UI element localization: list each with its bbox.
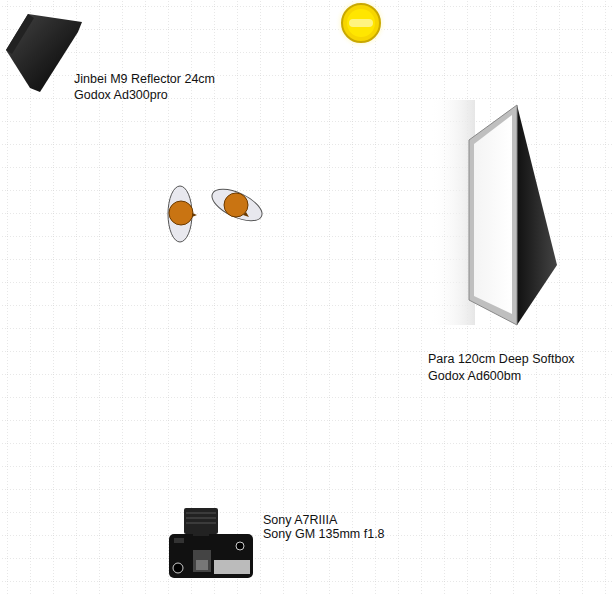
subject-figures [168,183,267,242]
equipment-label: Para 120cm Deep Softbox [428,352,575,367]
equipment-label: Jinbei M9 Reflector 24cm [74,72,215,87]
softbox-icon [430,100,557,325]
equipment-label: Sony GM 135mm f1.8 [263,527,385,542]
equipment-label: Sony A7RIIIA [263,513,337,528]
sun-icon [335,0,387,49]
reflector-icon [6,14,82,92]
equipment-label: Godox Ad600bm [428,369,521,384]
camera-icon [169,508,253,578]
equipment-label: Godox Ad300pro [74,88,168,103]
